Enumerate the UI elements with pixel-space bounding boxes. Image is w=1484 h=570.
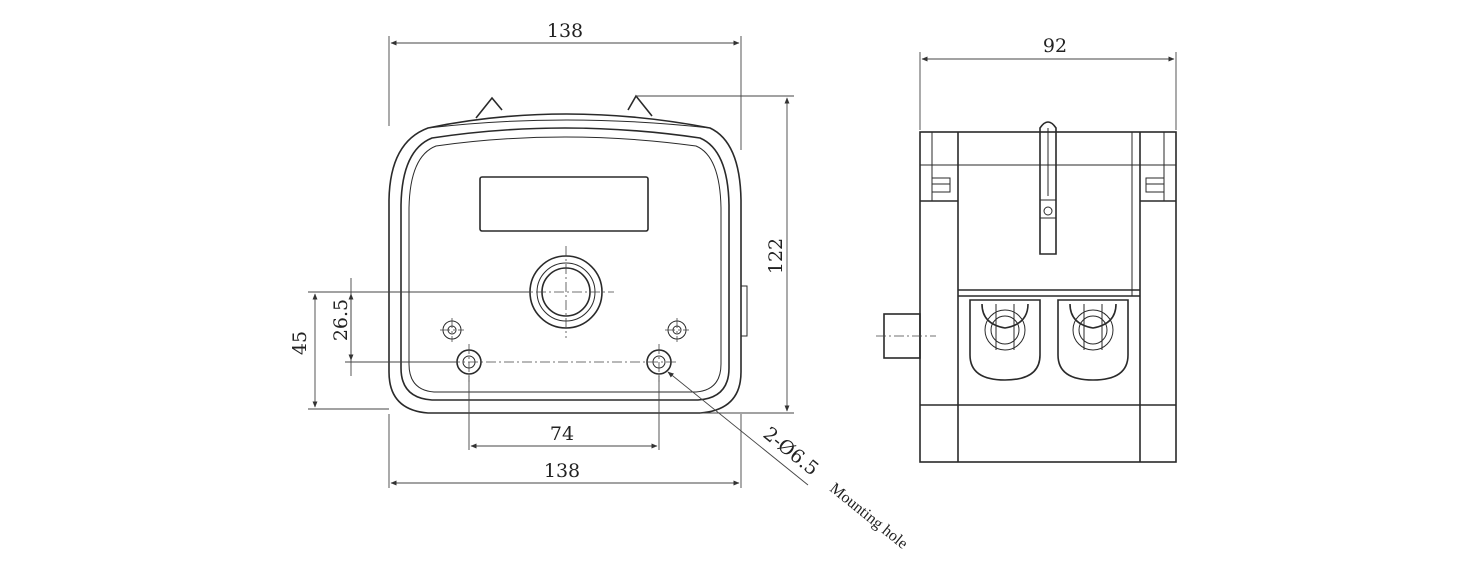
front-view xyxy=(388,94,748,414)
dim-front-top-width: 138 xyxy=(547,20,583,42)
dim-shaft-height: 26.5 xyxy=(330,299,352,341)
front-latch-right xyxy=(627,94,653,117)
dim-hole-height: 45 xyxy=(289,331,311,355)
front-latch-left xyxy=(475,96,503,119)
side-lever xyxy=(1039,121,1057,255)
tube-clamp-right xyxy=(1057,299,1129,381)
dim-hole-spacing: 74 xyxy=(550,423,574,445)
mounting-hole-callout: 2-Ø6.5 Mounting hole xyxy=(759,423,911,553)
callout-hole-note: Mounting hole xyxy=(826,480,910,553)
front-housing-outline xyxy=(388,113,742,414)
front-side-knob xyxy=(740,285,748,337)
side-view xyxy=(876,121,1177,463)
dim-side-width: 92 xyxy=(1043,35,1067,57)
screw-right xyxy=(665,318,689,342)
screw-left xyxy=(440,318,464,342)
front-panel-outline xyxy=(400,127,730,401)
front-panel-inner-border xyxy=(408,136,722,393)
side-dimensions: 92 xyxy=(919,35,1177,130)
tube-clamp-left xyxy=(969,299,1041,381)
front-top-rim xyxy=(427,119,711,129)
dim-front-height: 122 xyxy=(765,238,787,274)
dim-front-bottom-width: 138 xyxy=(544,460,580,482)
callout-leader xyxy=(667,371,809,486)
display-window xyxy=(479,176,649,232)
